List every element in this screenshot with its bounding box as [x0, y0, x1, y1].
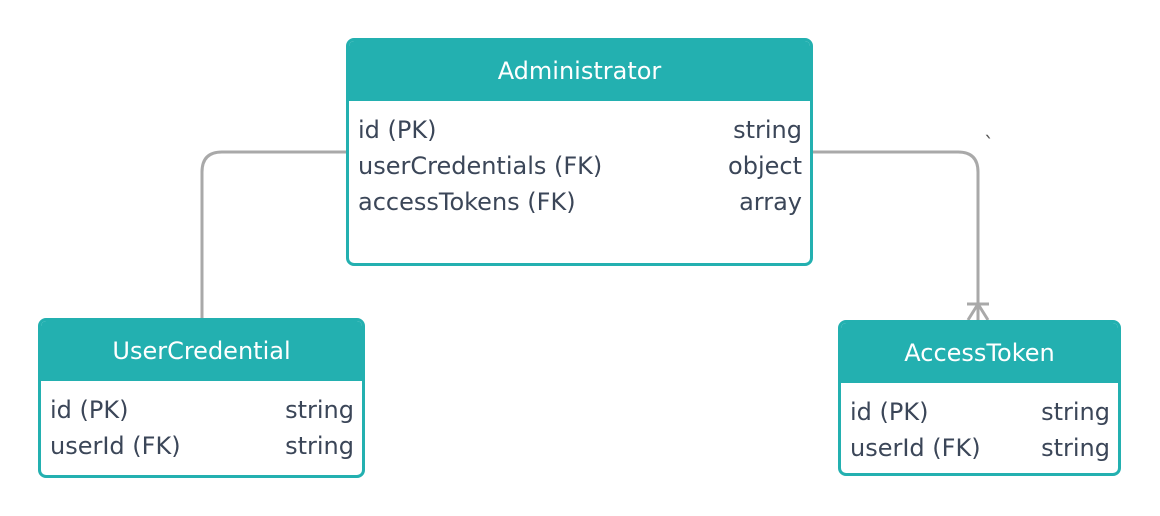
field-name: id (PK): [850, 398, 929, 426]
field-row: userId (FK) string: [850, 430, 1110, 466]
field-name: userId (FK): [850, 434, 981, 462]
field-list: id (PK) string userCredentials (FK) obje…: [349, 101, 810, 220]
field-row: userCredentials (FK) object: [358, 148, 802, 184]
entity-access-token[interactable]: AccessToken id (PK) string userId (FK) s…: [838, 320, 1121, 476]
crowfoot-many-icon: [966, 302, 990, 321]
field-type: string: [285, 396, 354, 424]
entity-title: UserCredential: [41, 321, 362, 381]
field-row: id (PK) string: [358, 112, 802, 148]
field-list: id (PK) string userId (FK) string: [841, 383, 1118, 466]
field-row: id (PK) string: [50, 392, 354, 428]
entity-title: AccessToken: [841, 323, 1118, 383]
entity-user-credential[interactable]: UserCredential id (PK) string userId (FK…: [38, 318, 365, 478]
field-row: accessTokens (FK) array: [358, 184, 802, 220]
field-list: id (PK) string userId (FK) string: [41, 381, 362, 464]
field-name: userId (FK): [50, 432, 181, 460]
field-type: string: [285, 432, 354, 460]
field-row: userId (FK) string: [50, 428, 354, 464]
connector-admin-usercredential: [200, 150, 346, 318]
field-type: object: [728, 152, 802, 180]
field-name: id (PK): [358, 116, 437, 144]
field-name: accessTokens (FK): [358, 188, 576, 216]
connector-admin-accesstoken: [813, 150, 980, 320]
stray-mark: `: [984, 132, 994, 156]
entity-title: Administrator: [349, 41, 810, 101]
entity-administrator[interactable]: Administrator id (PK) string userCredent…: [346, 38, 813, 266]
field-name: id (PK): [50, 396, 129, 424]
field-type: string: [733, 116, 802, 144]
field-type: string: [1041, 434, 1110, 462]
field-name: userCredentials (FK): [358, 152, 603, 180]
field-type: array: [739, 188, 802, 216]
field-type: string: [1041, 398, 1110, 426]
field-row: id (PK) string: [850, 394, 1110, 430]
